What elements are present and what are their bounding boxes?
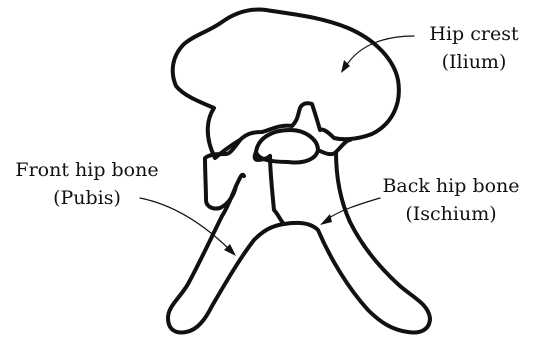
pubis-branch — [168, 186, 284, 332]
ilium-outline — [173, 10, 399, 159]
back-hip-bone-label-line1: Back hip bone — [382, 175, 519, 197]
ischium-arrowhead — [320, 214, 332, 225]
front-hip-bone-label-line2: (Pubis) — [53, 187, 121, 209]
hip-crest-label-line1: Hip crest — [429, 23, 519, 45]
back-hip-bone-label-line2: (Ischium) — [405, 203, 496, 225]
ischium-leader — [326, 198, 380, 220]
front-hip-bone-label-line1: Front hip bone — [15, 159, 158, 181]
hip-crest-label-line2: (Ilium) — [442, 51, 507, 73]
